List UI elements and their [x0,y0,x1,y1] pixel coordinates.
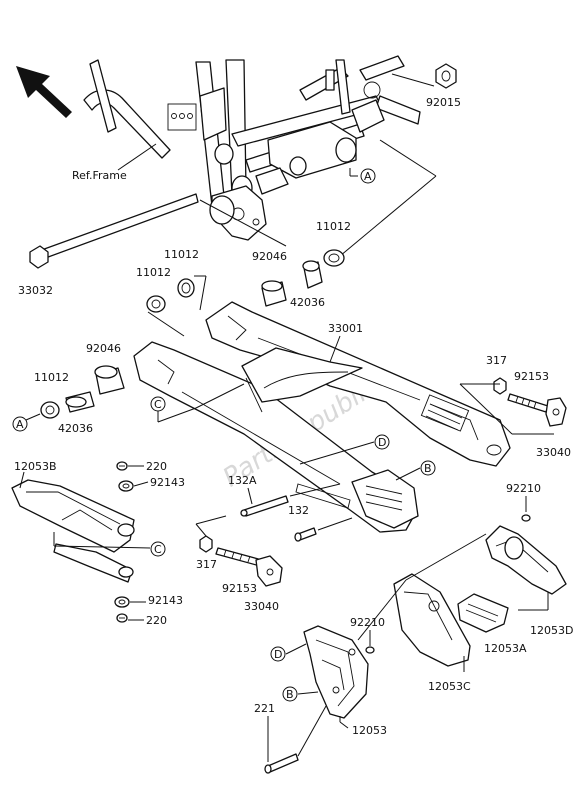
frame-reference-drawing [83,55,421,241]
callout-b-guard: B [286,688,294,701]
part-number-12053B: 12053B [14,460,57,473]
nut-317-left [199,535,213,553]
part-number-33040-right: 33040 [536,446,571,459]
part-number-12053A: 12053A [484,642,527,655]
nut-92015 [435,63,457,89]
bushing-92046-upper [302,260,323,289]
part-number-317-left: 317 [196,558,217,571]
sleeve-42036-upper [261,280,287,307]
adjuster-33040-left [255,555,283,587]
part-number-132A: 132A [228,474,257,487]
part-number-92143-top: 92143 [150,476,185,489]
part-number-42036-upper: 42036 [290,296,325,309]
part-number-92210-right: 92210 [506,482,541,495]
part-number-42036-left: 42036 [58,422,93,435]
callout-a-left: A [16,418,24,431]
washer-92143-bottom [114,596,130,608]
part-number-92046-left: 92046 [86,342,121,355]
swingarm-33001 [133,301,511,533]
callout-d-guard: D [274,648,282,661]
part-number-12053: 12053 [352,724,387,737]
bolt-132A [240,495,289,517]
chain-slider-12053B [11,479,135,583]
collar-11012-b [146,295,166,313]
screw-220-bottom [116,613,128,623]
part-number-132: 132 [288,504,309,517]
part-number-220-bottom: 220 [146,614,167,627]
callout-d-arm: D [378,436,386,449]
part-number-92153-right: 92153 [514,370,549,383]
guide-plate-12053 [303,625,369,719]
collar-11012-upper [323,249,345,267]
part-number-92015: 92015 [426,96,461,109]
part-number-33040-left: 33040 [244,600,279,613]
part-number-92046-upper: 92046 [252,250,287,263]
part-number-33032: 33032 [18,284,53,297]
sleeve-42036-left [65,391,95,413]
part-number-317-right: 317 [486,354,507,367]
part-number-92143-bottom: 92143 [148,594,183,607]
screw-220-top [116,461,128,471]
callout-b-arm: B [424,462,432,475]
callout-a-frame: A [364,170,372,183]
callout-c-arm: C [154,398,162,411]
guard-plate-12053C [393,573,471,667]
part-number-92210-lower: 92210 [350,616,385,629]
pivot-shaft-33032 [29,193,199,269]
part-number-11012-upper: 11012 [316,220,351,233]
part-number-12053D: 12053D [530,624,573,637]
part-number-11012-a: 11012 [164,248,199,261]
part-number-11012-left: 11012 [34,371,69,384]
bushing-92046-left [94,365,125,395]
part-number-12053C: 12053C [428,680,471,693]
part-number-221: 221 [254,702,275,715]
part-number-220-top: 220 [146,460,167,473]
bolt-92210-lower [365,646,375,654]
guide-block-12053A [457,593,509,633]
screw-221 [264,753,299,774]
part-number-11012-b: 11012 [136,266,171,279]
collar-11012-a [177,278,195,298]
front-direction-arrow-icon [16,66,72,118]
bolt-92153-left [215,547,263,567]
washer-92143-top [118,480,134,492]
screw-132 [294,527,317,542]
part-number-33001: 33001 [328,322,363,335]
collar-11012-left [40,401,60,419]
adjuster-33040-right [545,397,567,427]
callout-c-guide: C [154,543,162,556]
bolt-92153-right [507,393,549,413]
bolt-92210-right [521,514,531,522]
part-number-92153-left: 92153 [222,582,257,595]
nut-317-right [493,377,507,395]
guide-bracket-12053D [485,525,567,595]
ref-frame-label: Ref.Frame [72,169,127,182]
